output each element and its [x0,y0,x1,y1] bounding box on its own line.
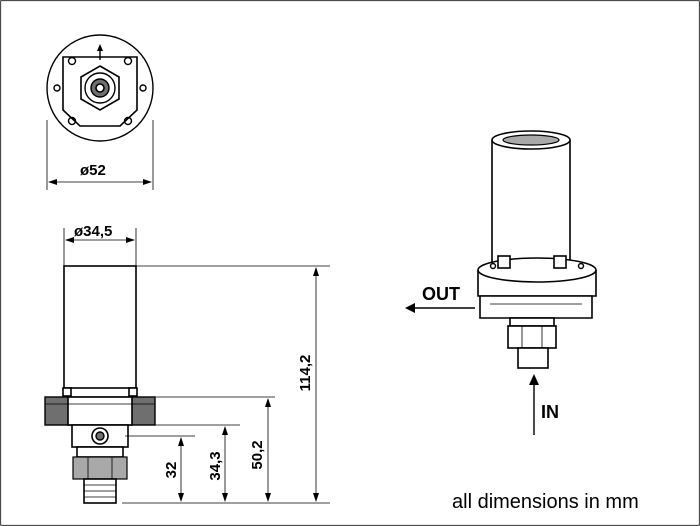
inlet-label: IN [541,402,559,422]
top-view: ø52 [46,34,154,190]
flange-diameter-label: ø52 [80,162,106,179]
height-34-3-label: 34,3 [207,451,224,480]
iso-hole [489,262,497,270]
height-50-2-label: 50,2 [249,440,266,469]
hex-nut-side [72,456,128,480]
clamp-tab [128,387,138,397]
mounting-hole [67,56,77,66]
flange-center [67,396,133,426]
arrowhead [265,493,271,502]
iso-hole [577,262,585,270]
iso-lower-housing [479,295,593,319]
side-view: ø34,5 32 [44,223,330,504]
arrowhead [178,437,184,446]
iso-flange-top [477,257,597,283]
height-total-label: 114,2 [297,355,314,392]
mounting-hole [123,56,133,66]
arrowhead [313,493,319,502]
mounting-hole [53,84,61,92]
port-center [95,83,105,93]
arrowhead [222,493,228,502]
iso-threaded-stem [517,347,549,369]
body-diameter-label: ø34,5 [74,223,112,240]
clamp-tab [62,387,72,397]
flange-outline [46,34,154,142]
outlet-arrow-head-icon [405,303,415,313]
iso-clamp [497,255,511,269]
height-32-label: 32 [163,462,180,479]
mounting-hole [139,84,147,92]
units-note: all dimensions in mm [452,491,639,513]
iso-hex-nut [507,325,557,349]
mounting-hole [123,116,133,126]
arrowhead [222,426,228,435]
arrowhead [265,398,271,407]
outlet-label: OUT [422,284,460,304]
arrowhead [313,267,319,276]
arrowhead [48,179,57,185]
arrowhead [178,493,184,502]
cylinder-body [63,265,137,389]
arrowhead [65,237,74,243]
iso-hex-top [509,317,555,327]
outlet-port-bore [95,431,105,441]
mounting-hole [67,116,77,126]
nut-ring [84,72,116,104]
arrowhead [126,237,135,243]
isometric-view: OUT IN [405,130,597,435]
direction-arrow-head-icon [97,44,103,51]
iso-clamp [553,255,567,269]
iso-cylinder-rim [502,134,560,146]
arrowhead [143,179,152,185]
hex-upper [76,446,124,458]
inlet-arrow-head-icon [529,374,539,385]
iso-cylinder [491,140,571,272]
